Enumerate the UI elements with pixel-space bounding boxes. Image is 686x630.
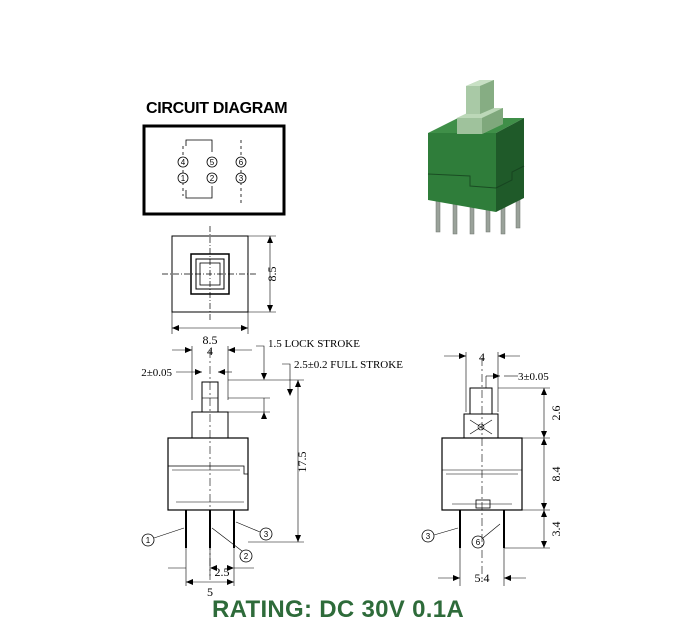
rating-label: RATING: DC 30V 0.1A [212, 596, 464, 623]
circuit-pin-1-label: 1 [181, 174, 186, 183]
circuit-pin-1: 1 [177, 172, 189, 184]
lock-stroke-label: 1.5 LOCK STROKE [268, 338, 360, 350]
front-view-pin-length-label: 3.4 [549, 522, 563, 537]
side-view-height-label: 17.5 [295, 452, 309, 473]
front-view-offset-label: 3±0.05 [518, 371, 549, 383]
circuit-pin-4: 4 [177, 156, 189, 168]
front-view-body-height-label: 8.4 [549, 467, 563, 482]
switch-pins [435, 195, 521, 235]
front-view-button-height-label: 2.6 [549, 406, 563, 421]
switch-body-front [428, 133, 496, 212]
front-view-top-width-label: 4 [479, 350, 485, 364]
front-view [421, 352, 550, 586]
front-pin-6-callout [471, 535, 485, 549]
full-stroke-label: 2.5±0.2 FULL STROKE [294, 359, 403, 371]
front-view-width-label: 5.4 [475, 571, 490, 585]
circuit-diagram-title: CIRCUIT DIAGRAM [146, 100, 288, 117]
side-pin-1-callout [141, 533, 155, 547]
top-view [162, 226, 276, 334]
top-view-height-label: 8.5 [265, 267, 279, 282]
circuit-pin-3: 3 [235, 172, 247, 184]
side-pin-2-label: 2 [244, 552, 249, 561]
circuit-pin-6-label: 6 [239, 158, 244, 167]
circuit-pin-5: 5 [206, 156, 218, 168]
circuit-pin-4-label: 4 [181, 158, 186, 167]
side-view-button-width-label: 2±0.05 [141, 367, 172, 379]
front-view-button [469, 387, 493, 415]
circuit-diagram: 4 5 6 1 2 3 [142, 124, 286, 216]
circuit-pin-5-label: 5 [210, 158, 215, 167]
side-view-body [167, 437, 249, 511]
side-view-top-width-label: 4 [207, 344, 213, 358]
front-view-body [441, 437, 523, 511]
side-pin-3-callout [259, 527, 273, 541]
front-pin-3-callout [421, 529, 435, 543]
circuit-pin-6: 6 [235, 156, 247, 168]
front-pin-6-label: 6 [476, 538, 481, 547]
side-view [141, 345, 304, 586]
top-view-width-label: 8.5 [203, 333, 218, 347]
circuit-pin-3-label: 3 [239, 174, 244, 183]
switch-body-side [496, 118, 524, 212]
front-pin-3-label: 3 [426, 532, 431, 541]
circuit-pin-2-label: 2 [210, 174, 215, 183]
circuit-diagram-frame [142, 124, 286, 216]
circuit-pin-2: 2 [206, 172, 218, 184]
side-view-pin-span-label: 5 [207, 585, 213, 599]
side-pin-2-callout [239, 549, 253, 563]
side-pin-3-label: 3 [264, 530, 269, 539]
switch-3d-render [427, 80, 525, 235]
side-view-pin-spacing-label: 2.5 [215, 565, 230, 579]
side-pin-1-label: 1 [146, 536, 151, 545]
